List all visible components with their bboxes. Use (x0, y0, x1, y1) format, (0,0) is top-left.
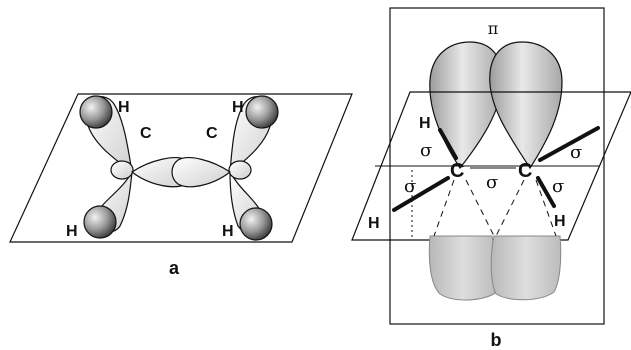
pi-lobe-upper-right (489, 41, 563, 170)
h-sphere-bottom-right (239, 207, 273, 241)
lobe-small-right (228, 160, 252, 180)
hydrogen-spheres-a (79, 95, 279, 241)
h-sphere-top-left (79, 95, 113, 129)
sigma-label-right-bottom: σ (552, 176, 564, 197)
h-label-bottom-right: H (222, 223, 234, 240)
panel-a: H H H H C C a (9, 93, 353, 278)
c-label-left-b: C (450, 160, 464, 182)
h-label-top-left: H (118, 99, 130, 116)
lobe-bond-right (171, 157, 232, 188)
dash-right-inner (495, 179, 525, 237)
h-sphere-top-right (245, 95, 279, 129)
caption-b: b (491, 330, 502, 350)
h-sphere-bottom-left (83, 205, 117, 239)
h-label-top-left-b: H (419, 115, 431, 132)
sigma-label-left: σ (404, 176, 416, 197)
c-label-left: C (140, 125, 152, 142)
bond-c-h-top-left (438, 128, 458, 160)
lobe-small-left (110, 160, 134, 180)
dash-right-outer (535, 179, 557, 237)
h-label-bottom-left: H (66, 223, 78, 240)
pi-lobes-upper (429, 41, 563, 170)
pi-lobes-lower (428, 235, 562, 301)
bond-c-h-left (392, 176, 450, 212)
c-label-right: C (206, 125, 218, 142)
bond-c-h-right-top (538, 126, 600, 162)
h-label-bottom-right-b: H (554, 213, 566, 230)
sigma-bonds (392, 126, 600, 212)
molecular-plane-a (9, 93, 353, 243)
molecular-plane-b (351, 91, 631, 241)
sigma-label-right-top: σ (570, 142, 582, 163)
dashed-lines-b (433, 179, 557, 237)
pi-lobe-lower-left (428, 235, 497, 301)
caption-a: a (169, 258, 180, 278)
bond-c-h-bottom-right (536, 176, 556, 208)
pi-lobe-lower-right (490, 235, 562, 301)
sigma-label-center: σ (486, 172, 498, 193)
dash-left-outer (433, 179, 455, 237)
panel-b: π H H H C (351, 7, 631, 350)
pi-lobe-upper-left (429, 41, 503, 170)
sigma-label-top-left: σ (420, 140, 432, 161)
h-label-left-b: H (368, 215, 380, 232)
h-label-top-right: H (232, 99, 244, 116)
pi-label: π (488, 19, 499, 38)
c-label-right-b: C (518, 160, 532, 182)
